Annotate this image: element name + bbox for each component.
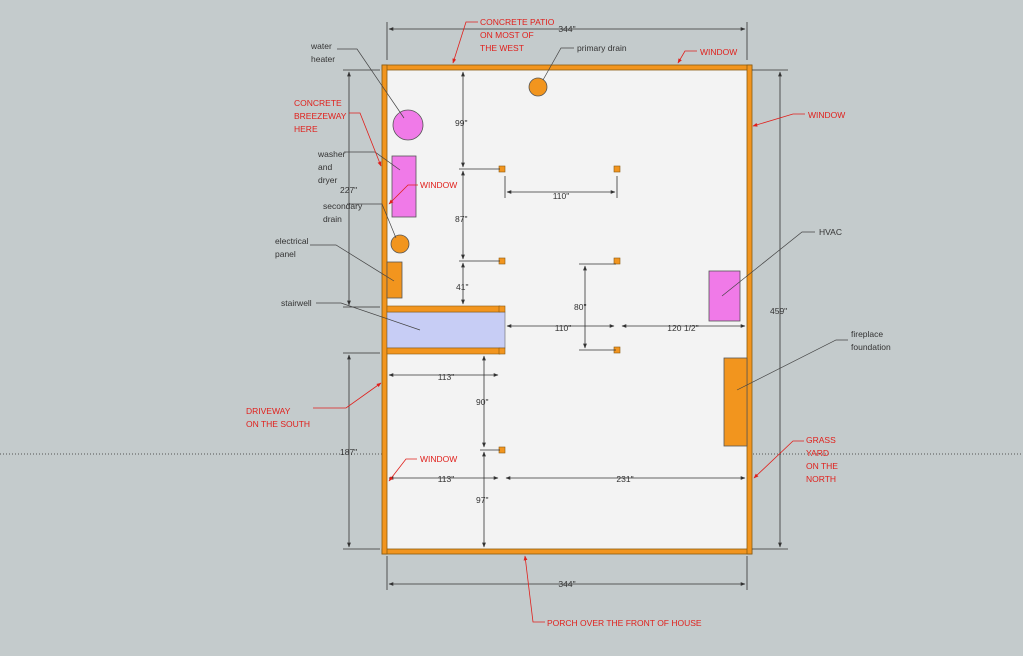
note-window-right: WINDOW: [808, 110, 845, 120]
label-water-heater-2: heater: [311, 54, 335, 64]
wall-right: [746, 64, 753, 555]
dim-110-top: 110": [553, 191, 570, 201]
note-grass-2: YARD: [806, 448, 829, 458]
label-secondary-drain-1: secondary: [323, 201, 363, 211]
dim-97: 97": [476, 495, 488, 505]
dimension-labels: 344" 344" 459" 227" 187" 99" 87" 41" 110…: [340, 24, 787, 589]
stairwell-post-bottom: [498, 347, 506, 355]
hvac-unit: [708, 270, 741, 322]
label-leaders: [310, 47, 848, 391]
label-primary-drain: primary drain: [577, 43, 627, 53]
wall-bottom: [381, 548, 753, 555]
note-patio-3: THE WEST: [480, 43, 524, 53]
dim-90: 90": [476, 397, 488, 407]
note-window-washer: WINDOW: [420, 180, 457, 190]
dim-110-mid: 110": [555, 323, 572, 333]
label-fireplace-2: foundation: [851, 342, 891, 352]
electrical-panel: [386, 261, 403, 299]
label-fireplace-1: fireplace: [851, 329, 883, 339]
note-grass-4: NORTH: [806, 474, 836, 484]
note-grass-1: GRASS: [806, 435, 836, 445]
dim-113-stair: 113": [438, 372, 455, 382]
dim-113-bottom: 113": [438, 474, 455, 484]
note-grass-3: ON THE: [806, 461, 838, 471]
note-driveway-1: DRIVEWAY: [246, 406, 291, 416]
label-hvac: HVAC: [819, 227, 842, 237]
exterior-walls: [381, 64, 753, 555]
post: [613, 165, 621, 173]
note-window-lower: WINDOW: [420, 454, 457, 464]
dimension-lines: [343, 22, 788, 590]
dim-left-upper: 227": [340, 185, 357, 195]
note-window-top: WINDOW: [700, 47, 737, 57]
label-washer-2: and: [318, 162, 332, 172]
note-driveway-2: ON THE SOUTH: [246, 419, 310, 429]
label-washer-3: dryer: [318, 175, 338, 185]
label-washer-1: washer: [317, 149, 346, 159]
dim-right-height: 459": [770, 306, 787, 316]
stairwell-area: [386, 311, 506, 349]
dim-231: 231": [616, 474, 633, 484]
washer-dryer: [391, 155, 417, 218]
secondary-drain: [390, 234, 410, 254]
water-heater: [392, 109, 424, 141]
wall-left: [381, 64, 388, 555]
stairwell-wall-top: [386, 305, 501, 313]
dim-left-lower: 187": [340, 447, 357, 457]
dim-120-half: 120 1/2": [667, 323, 698, 333]
annotation-leaders: [313, 21, 805, 623]
stairwell: [386, 305, 506, 355]
label-stairwell: stairwell: [281, 298, 312, 308]
note-breezeway-1: CONCRETE: [294, 98, 342, 108]
dim-99: 99": [455, 118, 467, 128]
dim-41: 41": [456, 282, 468, 292]
dim-87: 87": [455, 214, 467, 224]
label-electrical-1: electrical: [275, 236, 309, 246]
note-porch: PORCH OVER THE FRONT OF HOUSE: [547, 618, 702, 628]
label-secondary-drain-2: drain: [323, 214, 342, 224]
site-annotations: CONCRETE PATIO ON MOST OF THE WEST WINDO…: [246, 17, 845, 628]
dim-bottom-width: 344": [558, 579, 575, 589]
note-patio-2: ON MOST OF: [480, 30, 534, 40]
note-breezeway-2: BREEZEWAY: [294, 111, 347, 121]
primary-drain: [528, 77, 548, 97]
fireplace-foundation: [723, 357, 748, 447]
stairwell-wall-bottom: [386, 347, 501, 355]
component-labels: water heater washer and dryer secondary …: [275, 41, 891, 352]
dim-top-width: 344": [558, 24, 575, 34]
stairwell-post-top: [498, 305, 506, 313]
label-water-heater-1: water: [310, 41, 332, 51]
dim-80: 80": [574, 302, 586, 312]
note-breezeway-3: HERE: [294, 124, 318, 134]
wall-top: [381, 64, 753, 71]
label-electrical-2: panel: [275, 249, 296, 259]
note-patio-1: CONCRETE PATIO: [480, 17, 555, 27]
post: [613, 257, 621, 265]
